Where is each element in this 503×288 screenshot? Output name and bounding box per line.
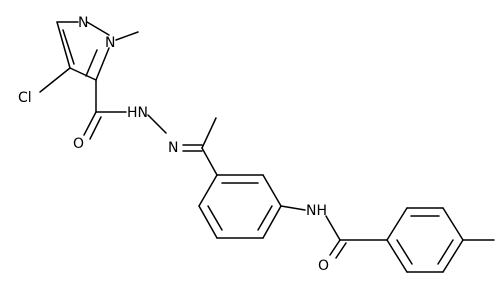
bond	[85, 49, 98, 77]
atom-label-carbonyl-oxygen-1: O	[73, 136, 84, 152]
bond	[262, 174, 282, 207]
atom-labels: N N Cl O HN N NH O	[18, 15, 329, 274]
atom-label-n-ring-2: N	[105, 35, 115, 51]
bond	[39, 67, 71, 93]
bond	[201, 117, 217, 149]
bond	[335, 242, 347, 259]
bond	[386, 207, 408, 241]
bond	[329, 239, 341, 256]
bond	[69, 67, 97, 81]
bond	[280, 205, 306, 211]
bond	[386, 239, 408, 273]
atom-label-imine-nitrogen: N	[168, 140, 178, 156]
bond	[442, 207, 464, 241]
bond	[95, 47, 110, 81]
toluene-ring	[386, 207, 495, 273]
central-benzene-ring	[198, 174, 282, 239]
bond	[89, 116, 102, 140]
bond	[442, 239, 464, 273]
bond	[437, 239, 454, 265]
atom-label-n-ring-1: N	[78, 15, 88, 31]
atom-label-amide-nh: NH	[306, 203, 327, 219]
bond	[257, 205, 273, 231]
bond	[147, 114, 167, 134]
benzamide-linker	[280, 205, 388, 259]
hydrazide-linker	[83, 111, 218, 176]
bond	[207, 205, 223, 231]
bond	[86, 21, 110, 36]
bond	[201, 147, 218, 176]
atom-label-chlorine: Cl	[18, 90, 32, 106]
bond	[325, 215, 341, 241]
pyrazole-substituents	[39, 31, 139, 113]
bond	[262, 205, 282, 239]
bond	[198, 205, 218, 239]
bond	[198, 174, 218, 207]
bond	[396, 239, 413, 265]
bond	[56, 21, 71, 69]
bond	[115, 31, 139, 41]
pyrazole-ring	[56, 21, 110, 81]
bond	[83, 111, 97, 136]
bond	[62, 29, 75, 65]
atom-label-hydrazide-nh: HN	[127, 105, 148, 121]
atom-label-carbonyl-oxygen-2: O	[318, 258, 329, 274]
